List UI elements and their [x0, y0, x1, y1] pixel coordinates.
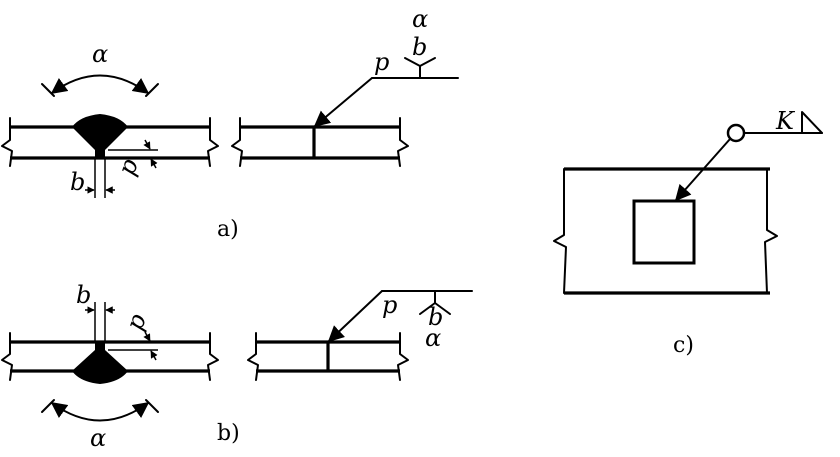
angle-extension-left — [41, 83, 55, 97]
break-line-left — [553, 168, 567, 294]
leader-depth-label: p — [382, 291, 397, 319]
panel-a-caption: a) — [217, 217, 239, 242]
gap-label: b — [70, 168, 85, 196]
weld-bead — [72, 114, 128, 158]
panel-a-section-view: α b p — [1, 40, 219, 198]
angle-label: α — [90, 424, 106, 452]
panel-c: K c) — [553, 107, 823, 358]
gap-label: b — [76, 281, 91, 309]
leg-size-label: K — [775, 107, 796, 135]
break-line-right — [397, 332, 409, 381]
panel-c-caption: c) — [673, 333, 694, 358]
angle-extension-right — [145, 399, 159, 413]
break-line-left — [1, 117, 13, 167]
symbol-angle-label: α — [425, 324, 441, 352]
break-line-left — [231, 117, 243, 167]
depth-label: p — [120, 310, 152, 334]
symbol-gap-label: b — [428, 303, 443, 331]
angle-dimension-arc — [50, 402, 150, 422]
depth-arrow-top — [143, 139, 151, 150]
angle-dimension-arc — [50, 74, 150, 94]
fillet-weld-symbol — [801, 111, 823, 134]
break-line-left — [247, 332, 259, 381]
panel-a: α b p p α b a) — [1, 5, 459, 242]
leader-arrow — [313, 77, 373, 128]
break-line-left — [1, 332, 13, 381]
panel-b: α b p p b α b) — [1, 281, 473, 452]
break-line-right — [207, 332, 219, 381]
symbol-gap-label: b — [412, 33, 427, 61]
depth-arrow-bottom — [150, 350, 158, 361]
leader-arrow — [327, 290, 383, 343]
panel-b-caption: b) — [217, 421, 240, 446]
panel-b-section-view: α b p — [1, 281, 219, 452]
break-line-right — [397, 117, 409, 167]
angle-extension-left — [41, 399, 55, 413]
v-groove-weld-symbol — [404, 57, 436, 79]
square-pad-outline — [632, 199, 696, 265]
break-line-right — [764, 168, 778, 294]
panel-a-symbol-view: p α b — [231, 5, 459, 167]
leader-depth-label: p — [374, 48, 389, 76]
weld-bead — [72, 342, 128, 384]
break-line-right — [207, 117, 219, 167]
angle-extension-right — [145, 83, 159, 97]
depth-arrow-top — [143, 331, 151, 342]
depth-arrow-bottom — [150, 158, 158, 169]
symbol-angle-label: α — [412, 5, 428, 33]
panel-b-symbol-view: p b α — [247, 290, 473, 381]
leader-arrow — [674, 138, 731, 202]
angle-label: α — [92, 40, 108, 68]
v-groove-weld-symbol-other-side — [419, 290, 451, 315]
